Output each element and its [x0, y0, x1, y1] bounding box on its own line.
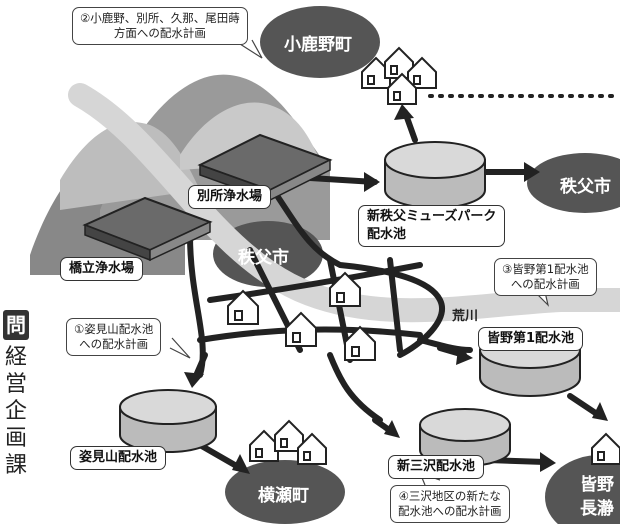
minano-right-label-1: 皆野 — [580, 475, 614, 495]
bessho-plant-label: 別所浄水場 — [188, 185, 272, 209]
department-title: 問 経 営 企 画 課 — [2, 310, 30, 479]
plan-note-1-line2: への配水計画 — [79, 337, 149, 351]
arakawa-river-label: 荒川 — [452, 309, 479, 324]
department-char: 営 — [4, 372, 27, 397]
yokoze-cloud — [225, 460, 345, 524]
reservoir-shapes — [119, 141, 581, 467]
department-char: 企 — [4, 399, 27, 424]
shinmisawa-reservoir-label: 新三沢配水池 — [388, 455, 485, 479]
plan-note-1: ①姿見山配水池 への配水計画 — [66, 318, 162, 356]
plan-note-3-line2: への配水計画 — [510, 277, 580, 291]
plan-note-2-line1: ②小鹿野、別所、久那、尾田蒔 — [80, 11, 240, 25]
houses — [227, 46, 620, 465]
question-badge: 問 — [3, 310, 29, 340]
plan-note-2-line2: 方面への配水計画 — [113, 26, 206, 40]
plan-note-1-line1: ①姿見山配水池 — [74, 322, 154, 336]
plan-note-4: ④三沢地区の新たな 配水池への配水計画 — [390, 485, 510, 523]
yokoze-town-label: 横瀬町 — [258, 486, 309, 506]
muse-park-reservoir-label: 新秩父ミューズパーク 配水池 — [358, 205, 506, 247]
minano-right-cloud — [545, 455, 620, 528]
department-char: 課 — [4, 453, 27, 478]
department-char: 画 — [4, 426, 27, 451]
plan-note-2: ②小鹿野、別所、久那、尾田蒔 方面への配水計画 — [72, 7, 248, 45]
chichibu-east-label: 秩父市 — [560, 177, 611, 197]
minano-right-label-2: 長瀞 — [580, 499, 614, 519]
hashidate-plant-label: 橋立浄水場 — [60, 257, 144, 281]
plan-note-3-line1: ③皆野第1配水池 — [502, 262, 589, 276]
sugatamiyama-reservoir-label: 姿見山配水池 — [70, 446, 167, 470]
muse-park-line2: 配水池 — [367, 227, 407, 242]
muse-park-line1: 新秩父ミューズパーク — [367, 209, 497, 224]
plan-note-3: ③皆野第1配水池 への配水計画 — [494, 258, 597, 296]
arakawa-river — [68, 83, 620, 323]
minano1-reservoir-label: 皆野第1配水池 — [478, 327, 584, 351]
hashidate-plant-shape — [82, 196, 213, 262]
kojika-town-label: 小鹿野町 — [284, 35, 352, 55]
plan-note-4-line1: ④三沢地区の新たな — [398, 489, 501, 503]
kojika-area-cloud — [260, 6, 380, 78]
chichibu-center-label: 秩父市 — [238, 248, 289, 268]
department-name: 経 営 企 画 課 — [2, 344, 30, 479]
plan-note-4-line2: 配水池への配水計画 — [398, 504, 502, 518]
chichibu-east-cloud — [527, 153, 620, 213]
department-char: 経 — [4, 345, 27, 370]
